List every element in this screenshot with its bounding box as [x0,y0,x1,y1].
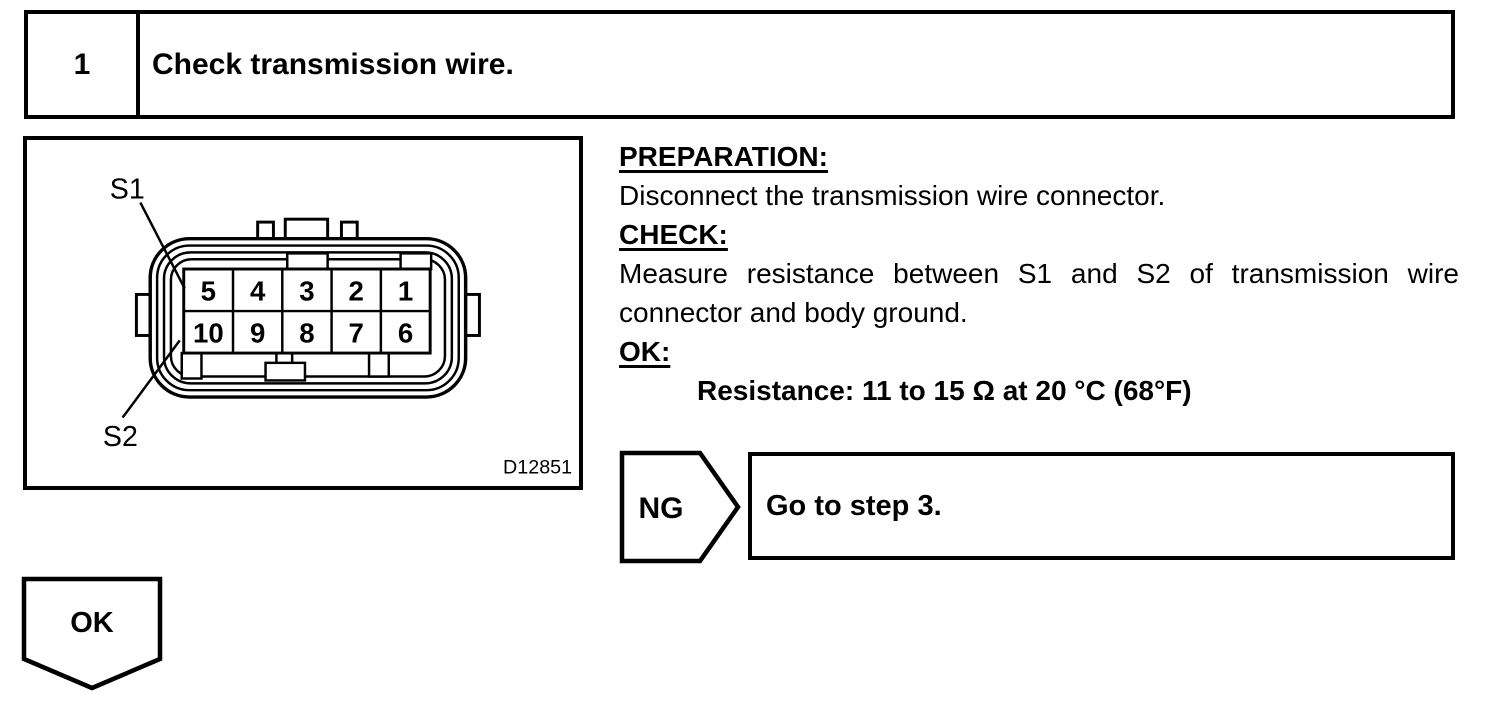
step-number: 1 [28,14,140,115]
s2-leader-line [121,339,181,419]
pin-2: 2 [349,275,364,306]
resistance-spec: Resistance: 11 to 15 Ω at 20 °C (68°F) [697,375,1192,406]
pin-5: 5 [201,275,216,306]
ok-heading: OK: [619,336,671,367]
pin-9: 9 [250,317,265,348]
step-title: Check transmission wire. [152,47,514,81]
ok-arrow: OK [21,576,163,691]
connector-figure-panel: 5 4 3 2 1 10 9 8 7 6 S1 S2 D12851 [23,136,583,490]
figure-code: D12851 [503,456,572,478]
pin-3: 3 [299,275,314,306]
ok-label: OK [70,607,114,639]
s1-label: S1 [110,174,145,206]
ng-arrow: NG [619,450,741,564]
check-heading: CHECK: [619,219,728,250]
pin-4: 4 [250,275,266,306]
step-header: 1 Check transmission wire. [24,10,1455,119]
ng-label: NG [639,492,684,525]
pin-8: 8 [299,317,314,348]
pin-7: 7 [349,317,364,348]
preparation-heading: PREPARATION: [619,141,828,172]
ng-action-text: Go to step 3. [766,489,942,522]
check-text: Measure resistance between S1 and S2 of … [619,258,1459,328]
s2-label: S2 [103,421,138,453]
pin-10: 10 [193,317,224,348]
pin-1: 1 [398,275,413,306]
instruction-text: PREPARATION: Disconnect the transmission… [619,137,1459,410]
s1-leader-line [139,201,186,290]
pin-numbers: 5 4 3 2 1 10 9 8 7 6 [193,275,413,348]
ng-action-box: Go to step 3. [748,452,1455,560]
pin-6: 6 [398,317,413,348]
preparation-text: Disconnect the transmission wire connect… [619,180,1166,211]
connector-diagram: 5 4 3 2 1 10 9 8 7 6 S1 S2 D12851 [103,174,572,479]
